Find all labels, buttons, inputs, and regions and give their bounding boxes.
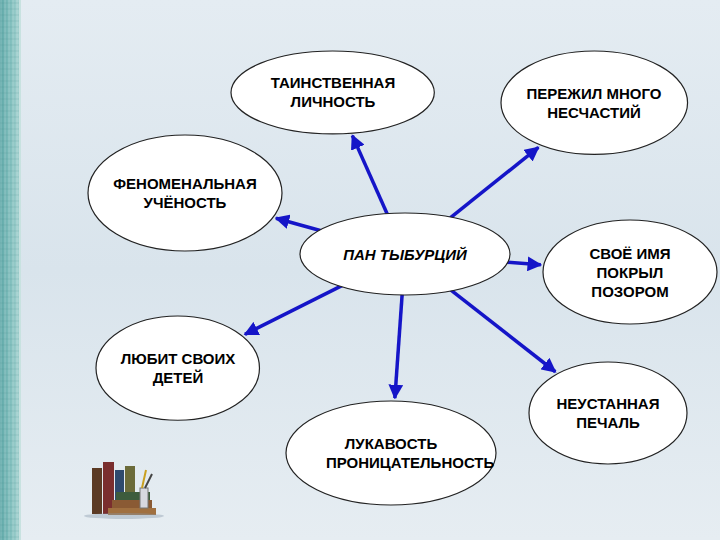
trait-ellipse: ЛЮБИТ СВОИХ ДЕТЕЙ [95, 315, 260, 421]
arrow-connector [352, 136, 388, 217]
text-holder: ПЕРЕЖИЛ МНОГО НЕСЧАСТИЙ [519, 84, 669, 122]
ellipse-outline [528, 361, 688, 465]
strip-texture [0, 0, 20, 540]
arrow-connector [450, 289, 556, 372]
books-icon [84, 462, 164, 519]
ellipse-outline [230, 50, 435, 135]
ellipse-outline [500, 50, 689, 155]
trait-ellipse: НЕУСТАННАЯ ПЕЧАЛЬ [528, 361, 688, 465]
ellipse-outline [285, 400, 497, 506]
trait-label: ФЕНОМЕНАЛЬНАЯ УЧЁНОСТЬ [105, 174, 265, 212]
trait-label: ТАИНСТВЕННАЯ ЛИЧНОСТЬ [258, 73, 408, 111]
arrow-connector [505, 262, 541, 265]
arrow-connector [449, 147, 538, 218]
trait-ellipse: ЛУКАВОСТЬ ПРОНИЦАТЕЛЬНОСТЬ [285, 400, 497, 506]
arrow-connector [276, 218, 322, 231]
ellipse-outline [87, 134, 283, 252]
text-holder: ЛЮБИТ СВОИХ ДЕТЕЙ [113, 349, 243, 387]
arrow-connector [395, 292, 402, 398]
side-strip [0, 0, 20, 540]
trait-label: ЛУКАВОСТЬ ПРОНИЦАТЕЛЬНОСТЬ [326, 434, 456, 472]
text-holder: ТАИНСТВЕННАЯ ЛИЧНОСТЬ [258, 73, 408, 111]
central-label: ПАН ТЫБУРЦИЙ [343, 245, 467, 264]
text-holder: ЛУКАВОСТЬ ПРОНИЦАТЕЛЬНОСТЬ [326, 434, 456, 472]
trait-label: СВОЁ ИМЯ ПОКРЫЛ ПОЗОРОМ [580, 244, 680, 301]
ellipse-outline [95, 315, 260, 421]
strip-edge [19, 0, 21, 540]
trait-label: НЕУСТАННАЯ ПЕЧАЛЬ [548, 394, 668, 432]
text-holder: ФЕНОМЕНАЛЬНАЯ УЧЁНОСТЬ [105, 174, 265, 212]
text-holder: НЕУСТАННАЯ ПЕЧАЛЬ [548, 394, 668, 432]
trait-ellipse: ТАИНСТВЕННАЯ ЛИЧНОСТЬ [230, 50, 435, 135]
trait-ellipse: ПЕРЕЖИЛ МНОГО НЕСЧАСТИЙ [500, 50, 689, 155]
central-ellipse: ПАН ТЫБУРЦИЙ [299, 212, 511, 296]
text-holder: СВОЁ ИМЯ ПОКРЫЛ ПОЗОРОМ [580, 244, 680, 301]
trait-label: ЛЮБИТ СВОИХ ДЕТЕЙ [113, 349, 243, 387]
trait-label: ПЕРЕЖИЛ МНОГО НЕСЧАСТИЙ [519, 84, 669, 122]
arrow-connector [245, 285, 343, 334]
text-holder: ПАН ТЫБУРЦИЙ [343, 245, 467, 264]
trait-ellipse: ФЕНОМЕНАЛЬНАЯ УЧЁНОСТЬ [87, 134, 283, 252]
trait-ellipse: СВОЁ ИМЯ ПОКРЫЛ ПОЗОРОМ [542, 219, 718, 325]
